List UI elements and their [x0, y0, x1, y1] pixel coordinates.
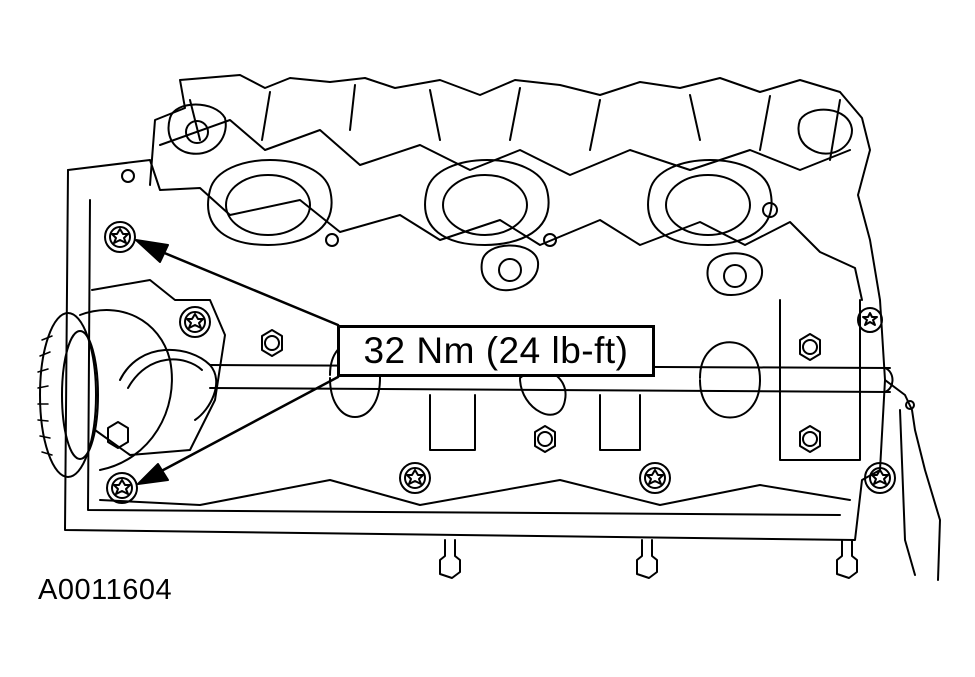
hex-bolt-icon	[534, 425, 556, 453]
lower-boss-1-hole	[498, 258, 522, 282]
head-inner-ridge	[189, 84, 841, 161]
port-flange-1	[207, 159, 333, 246]
lower-boss-1	[480, 244, 540, 292]
sensor-wire-b	[127, 358, 203, 389]
hex-bolt-icon	[799, 333, 821, 361]
gasket-outline	[67, 159, 863, 301]
leader-arrow-icon	[135, 239, 169, 263]
leader-line-bottom	[150, 375, 340, 478]
torx-bolt-icon	[106, 472, 138, 504]
phaser-gear-inner	[61, 330, 99, 460]
phaser-body	[79, 309, 173, 471]
torx-bolt-icon	[864, 462, 896, 494]
hex-bolt-icon	[107, 421, 129, 449]
stud-hole-c	[762, 202, 778, 218]
stud-hole-b	[543, 233, 557, 247]
phaser-gear-outer	[39, 312, 97, 478]
right-bracket	[884, 379, 941, 581]
lower-boss-2	[706, 252, 764, 296]
stud-hole-a	[325, 233, 339, 247]
torque-spec-label: 32 Nm (24 lb-ft)	[363, 330, 629, 371]
boss-left	[167, 103, 227, 155]
frame-bottom-edge	[99, 479, 851, 506]
boss-right	[797, 108, 853, 155]
torx-bolt-icon	[399, 462, 431, 494]
sensor-wire	[119, 348, 218, 421]
port-flange-2	[424, 159, 550, 246]
hex-bolt-icon	[799, 425, 821, 453]
cam-bearing-cap-2	[599, 394, 641, 451]
leader-line-top	[148, 245, 340, 327]
torx-bolt-icon	[104, 221, 136, 253]
rail-end	[884, 367, 894, 393]
torx-bolt-icon	[857, 307, 883, 333]
frame-inner	[87, 199, 841, 516]
stud-1	[439, 539, 461, 579]
leader-arrow-icon	[137, 463, 169, 485]
lower-boss-2-hole	[723, 264, 747, 288]
figure-id-label: A0011604	[38, 574, 173, 606]
stud-3	[836, 539, 858, 579]
cam-bearing-cap-1	[429, 394, 476, 451]
head-top-outline	[149, 74, 886, 381]
torque-callout: 32 Nm (24 lb-ft)	[337, 325, 655, 377]
frame-outline	[64, 169, 886, 541]
torx-bolt-icon	[179, 306, 211, 338]
port-3	[665, 174, 751, 236]
stud-2	[636, 539, 658, 579]
port-1	[225, 174, 311, 236]
port-2	[442, 174, 528, 236]
stud-hole-d	[121, 169, 135, 183]
phaser-housing	[91, 279, 226, 456]
boss-left-hole	[185, 120, 209, 144]
port-flange-3	[647, 159, 773, 246]
torx-bolt-icon	[639, 462, 671, 494]
cam-bearing-cap-3	[779, 299, 861, 461]
phaser-teeth	[37, 335, 53, 456]
cam-lobe-3	[699, 341, 761, 419]
hex-bolt-icon	[261, 329, 283, 357]
right-bracket-hole	[905, 400, 915, 410]
